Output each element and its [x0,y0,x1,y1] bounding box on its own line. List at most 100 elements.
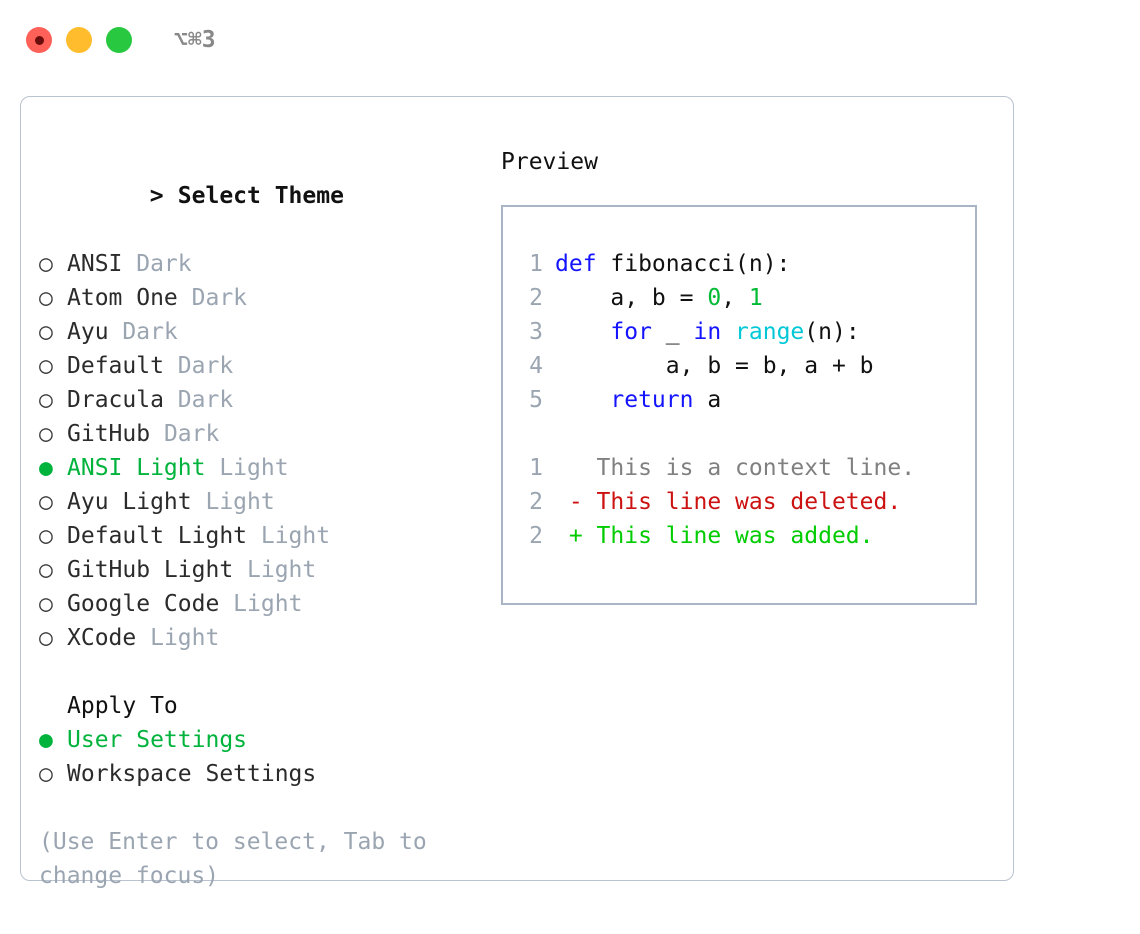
theme-option-ayu-light[interactable]: ○ Ayu Light Light [39,485,489,519]
code-token: fibonacci(n): [610,251,791,277]
theme-name: XCode [67,625,137,651]
line-number: 2 [529,523,543,549]
line-number: 2 [529,489,543,515]
theme-option-default-light[interactable]: ○Default Light Light [39,519,489,553]
line-number: 5 [529,387,543,413]
theme-option-ansi-light[interactable]: ● ANSI Light Light [39,451,489,485]
theme-name: Default Light [67,523,248,549]
apply-to-label: Apply To [67,693,178,719]
theme-name: ANSI [67,251,123,277]
apply-to-option-user-settings[interactable]: ●User Settings [39,723,489,757]
radio-selected-icon: ● [39,455,53,481]
theme-variant-badge: Dark [122,251,192,277]
theme-option-default[interactable]: ○ Default Dark [39,349,489,383]
theme-option-ansi[interactable]: ○ ANSI Dark [39,247,489,281]
diff-line-del: 2 - This line was deleted. [515,485,975,519]
code-line: 1 def fibonacci(n): [515,247,975,281]
line-number: 1 [529,251,543,277]
theme-option-ayu[interactable]: ○Ayu Dark [39,315,489,349]
keyboard-hint-text: (Use Enter to select, Tab to change focu… [39,829,427,889]
theme-variant-badge: Light [219,591,303,617]
diff-line-add: 2 + This line was added. [515,519,975,553]
close-button-icon[interactable] [26,27,52,53]
theme-option-github-light[interactable]: ○ GitHub Light Light [39,553,489,587]
radio-unselected-icon: ○ [39,625,53,651]
code-token: _ [651,319,694,345]
line-number: 2 [529,285,543,311]
theme-variant-badge: Light [136,625,220,651]
window-controls [26,27,132,53]
theme-options-list: ○ANSI Dark○Atom One Dark○Ayu Dark○Defaul… [39,247,489,655]
theme-variant-badge: Dark [163,353,234,379]
code-line: 4 a, b = b, a + b [515,349,975,383]
theme-list-header: >Select Theme [39,145,489,247]
theme-option-atom-one[interactable]: ○ Atom One Dark [39,281,489,315]
code-token: a, b = b, a + b [555,353,874,379]
diff-text: This line was added. [582,523,874,549]
radio-unselected-icon: ○ [39,251,53,277]
theme-name: GitHub [67,421,151,447]
line-number: 1 [529,455,543,481]
code-token: 0 [707,285,722,311]
theme-variant-badge: Dark [150,421,220,447]
theme-variant-badge: Light [233,557,317,583]
radio-unselected-icon: ○ [39,557,53,583]
diff-marker [555,455,583,481]
theme-name: Ayu Light [67,489,192,515]
minimize-button-icon[interactable] [66,27,92,53]
theme-variant-badge: Light [247,523,331,549]
apply-to-label-text: User Settings [67,727,248,753]
apply-to-options-list: ●User Settings○Workspace Settings [39,723,489,791]
preview-title: Preview [501,149,598,175]
code-token: return [610,387,694,413]
theme-variant-badge: Dark [177,285,248,311]
theme-name: GitHub Light [67,557,234,583]
diff-marker: + [555,523,583,549]
radio-unselected-icon: ○ [39,421,53,447]
spacer [515,417,975,451]
theme-variant-badge: Light [205,455,289,481]
code-token: in [693,319,722,345]
code-token [555,319,610,345]
code-token [721,319,735,345]
theme-option-github[interactable]: ○ GitHub Dark [39,417,489,451]
title-bar: ⌥⌘3 [0,0,1140,80]
radio-unselected-icon: ○ [39,353,53,379]
code-token: 1 [748,285,763,311]
code-token: def [555,251,611,277]
theme-list-title: Select Theme [177,183,344,209]
code-token [555,387,610,413]
diff-text: This is a context line. [582,455,916,481]
radio-unselected-icon: ○ [39,489,53,515]
theme-list-column: >Select Theme ○ANSI Dark○Atom One Dark○A… [39,145,489,893]
code-line: 2 a, b = 0, 1 [515,281,975,315]
diff-text: This line was deleted. [582,489,902,515]
theme-option-google-code[interactable]: ○Google Code Light [39,587,489,621]
code-token: for [610,319,652,345]
record-dot-icon [34,35,44,45]
main-panel: >Select Theme ○ANSI Dark○Atom One Dark○A… [20,96,1014,889]
theme-option-xcode[interactable]: ○ XCode Light [39,621,489,655]
theme-name: ANSI Light [67,455,206,481]
keyboard-shortcut-label: ⌥⌘3 [174,27,216,53]
code-token: range [735,319,805,345]
radio-unselected-icon: ○ [39,387,53,413]
code-token: , [721,285,749,311]
theme-name: Default [67,353,164,379]
theme-variant-badge: Light [191,489,275,515]
code-line: 3 for _ in range(n): [515,315,975,349]
maximize-button-icon[interactable] [106,27,132,53]
theme-variant-badge: Dark [163,387,234,413]
theme-option-dracula[interactable]: ○Dracula Dark [39,383,489,417]
theme-variant-badge: Dark [108,319,178,345]
theme-name: Ayu [67,319,109,345]
radio-unselected-icon: ○ [39,761,53,787]
spacer [39,655,489,689]
apply-to-option-workspace-settings[interactable]: ○Workspace Settings [39,757,489,791]
theme-name: Atom One [67,285,178,311]
radio-unselected-icon: ○ [39,285,53,311]
